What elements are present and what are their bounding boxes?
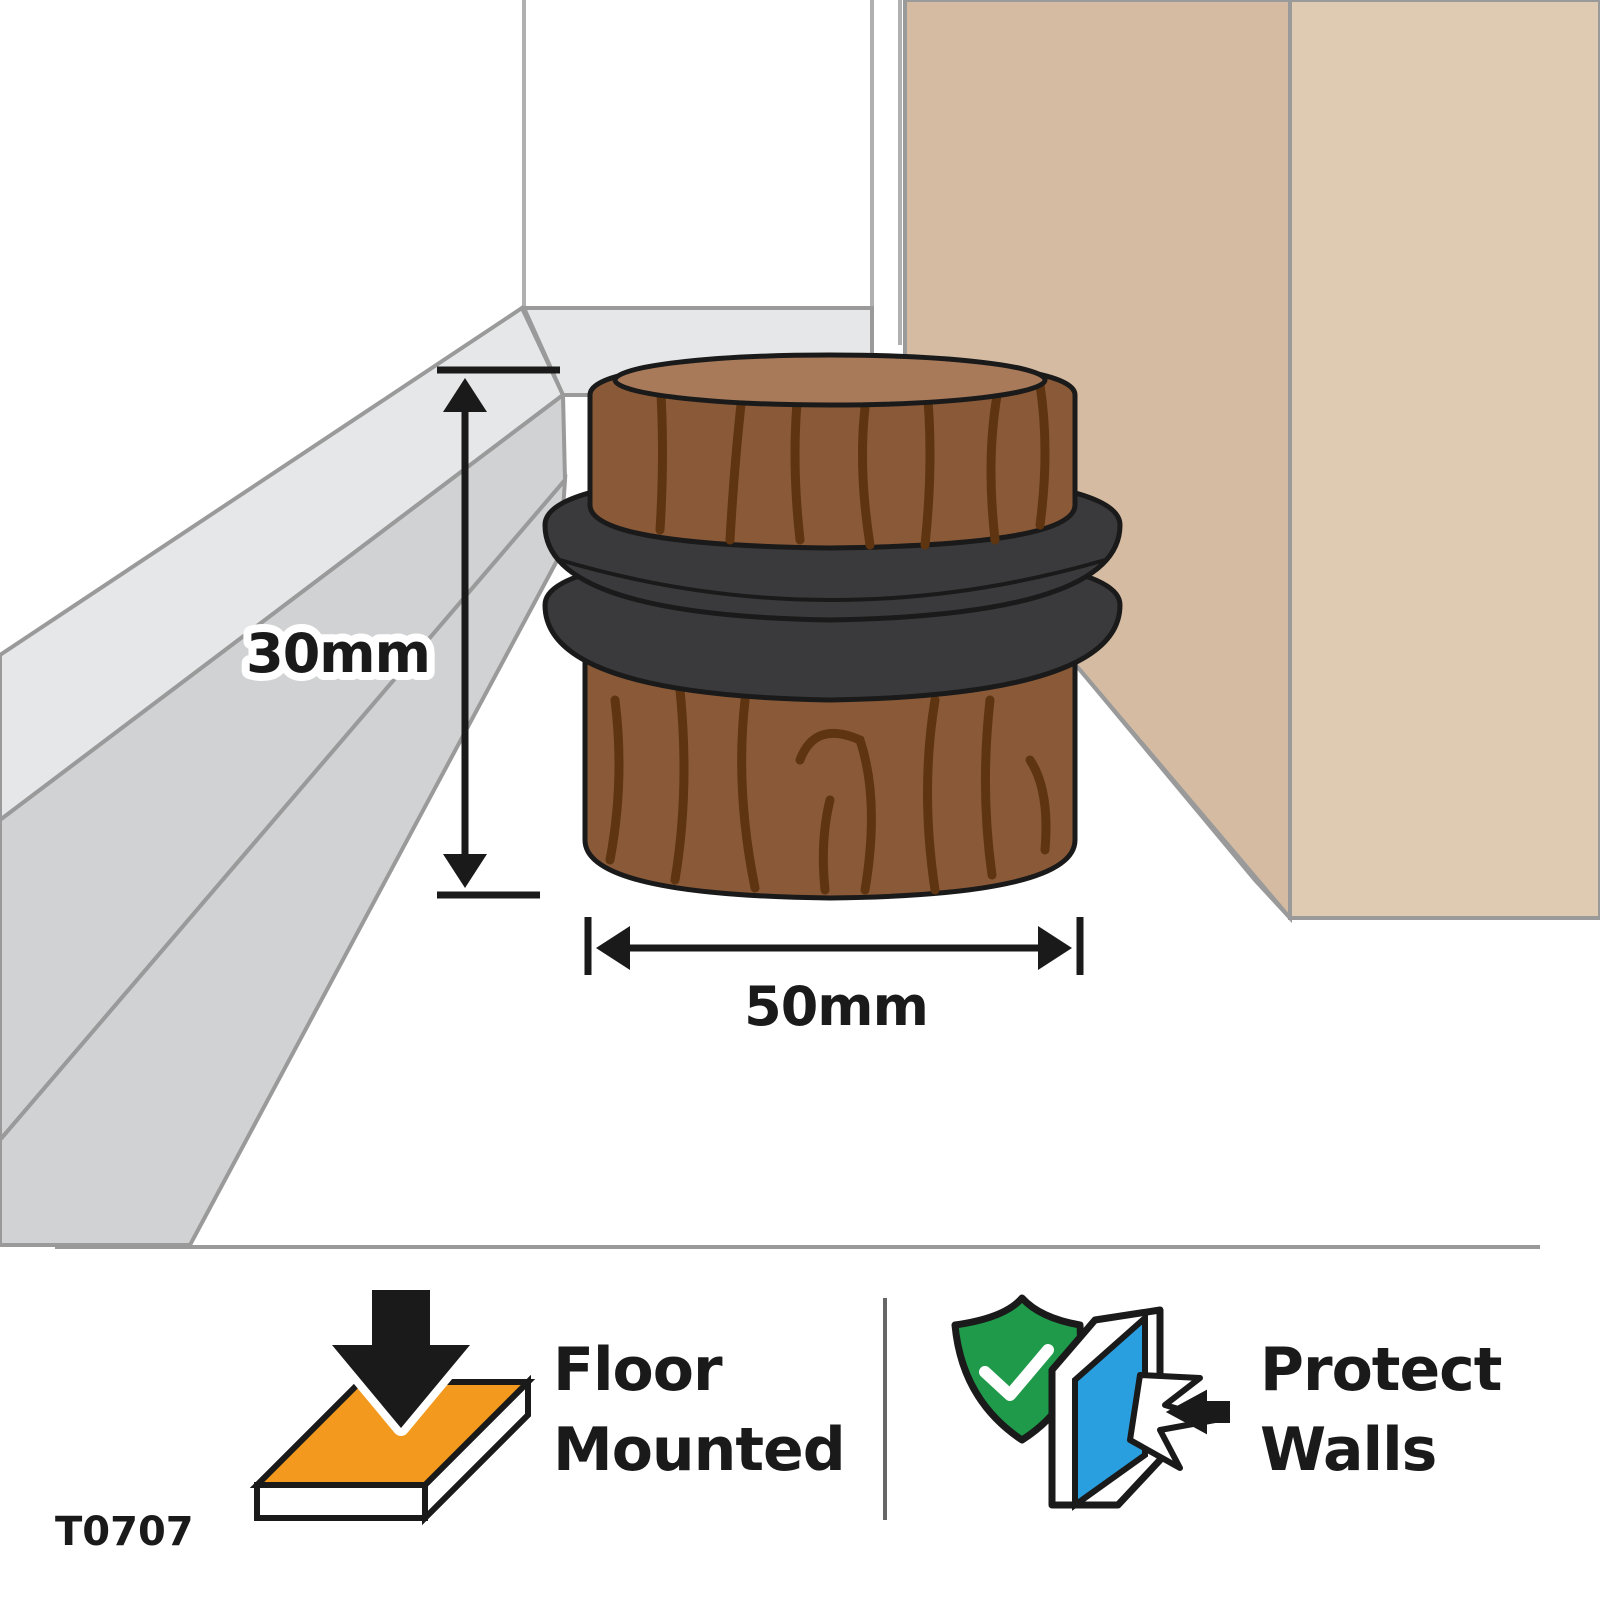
check-icon [979, 1344, 1054, 1401]
product-code: T0707 [55, 1509, 194, 1555]
width-label: 50mm [744, 975, 928, 1038]
feature-walls-line2: Walls [1260, 1415, 1436, 1485]
door-stop-base-wood [582, 637, 1078, 901]
feature-floor-line1: Floor [553, 1335, 723, 1405]
feature-walls-line1: Protect [1260, 1335, 1502, 1405]
wall-protection-icon [951, 1294, 1230, 1511]
height-dimension [437, 366, 560, 899]
door-edge [1288, 0, 1600, 920]
height-label: 30mm [246, 622, 430, 685]
door-stop [542, 352, 1123, 901]
feature-floor-line2: Mounted [553, 1415, 845, 1485]
width-dimension [584, 917, 1084, 975]
room-background [0, 0, 1600, 1247]
floor-mount-icon [249, 1282, 536, 1526]
door-stop-top-face [612, 352, 1048, 408]
